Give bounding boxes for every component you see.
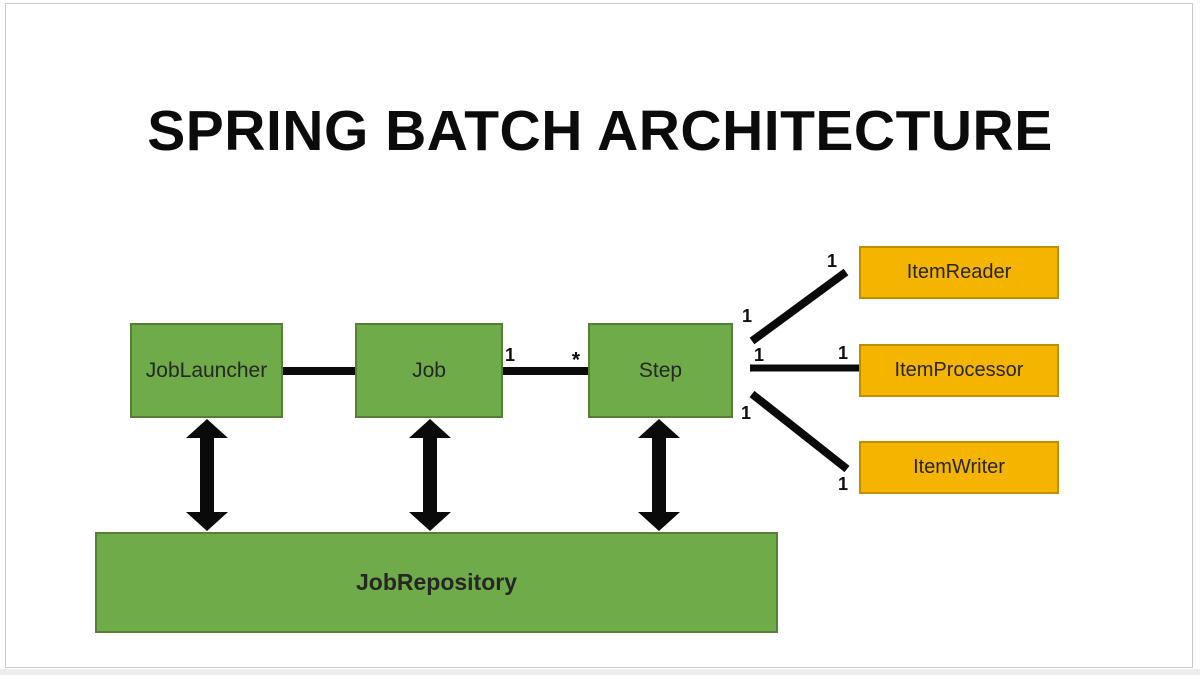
node-itemprocessor-label: ItemProcessor bbox=[894, 359, 1024, 381]
node-joblauncher-label: JobLauncher bbox=[145, 358, 268, 382]
node-step-label: Step bbox=[638, 358, 683, 382]
canvas-bottom-margin bbox=[0, 669, 1200, 675]
multiplicity-step-itemreader-from: 1 bbox=[741, 306, 753, 326]
multiplicity-job-step-to: * bbox=[571, 348, 581, 372]
multiplicity-step-itemreader-to: 1 bbox=[826, 251, 838, 271]
node-itemreader: ItemReader bbox=[859, 246, 1059, 299]
multiplicity-step-itemwriter-to: 1 bbox=[837, 474, 849, 494]
multiplicity-job-step-from: 1 bbox=[504, 345, 516, 365]
node-itemwriter: ItemWriter bbox=[859, 441, 1059, 494]
page-title: SPRING BATCH ARCHITECTURE bbox=[147, 99, 1053, 164]
node-itemreader-label: ItemReader bbox=[906, 261, 1012, 283]
multiplicity-step-itemprocessor-from: 1 bbox=[753, 345, 765, 365]
node-jobrepository-label: JobRepository bbox=[355, 569, 518, 595]
multiplicity-step-itemwriter-from: 1 bbox=[740, 403, 752, 423]
node-job: Job bbox=[355, 323, 503, 418]
node-step: Step bbox=[588, 323, 733, 418]
node-job-label: Job bbox=[412, 358, 446, 382]
node-itemprocessor: ItemProcessor bbox=[859, 344, 1059, 397]
multiplicity-step-itemprocessor-to: 1 bbox=[837, 343, 849, 363]
node-itemwriter-label: ItemWriter bbox=[913, 456, 1005, 478]
node-joblauncher: JobLauncher bbox=[130, 323, 283, 418]
node-jobrepository: JobRepository bbox=[95, 532, 778, 633]
